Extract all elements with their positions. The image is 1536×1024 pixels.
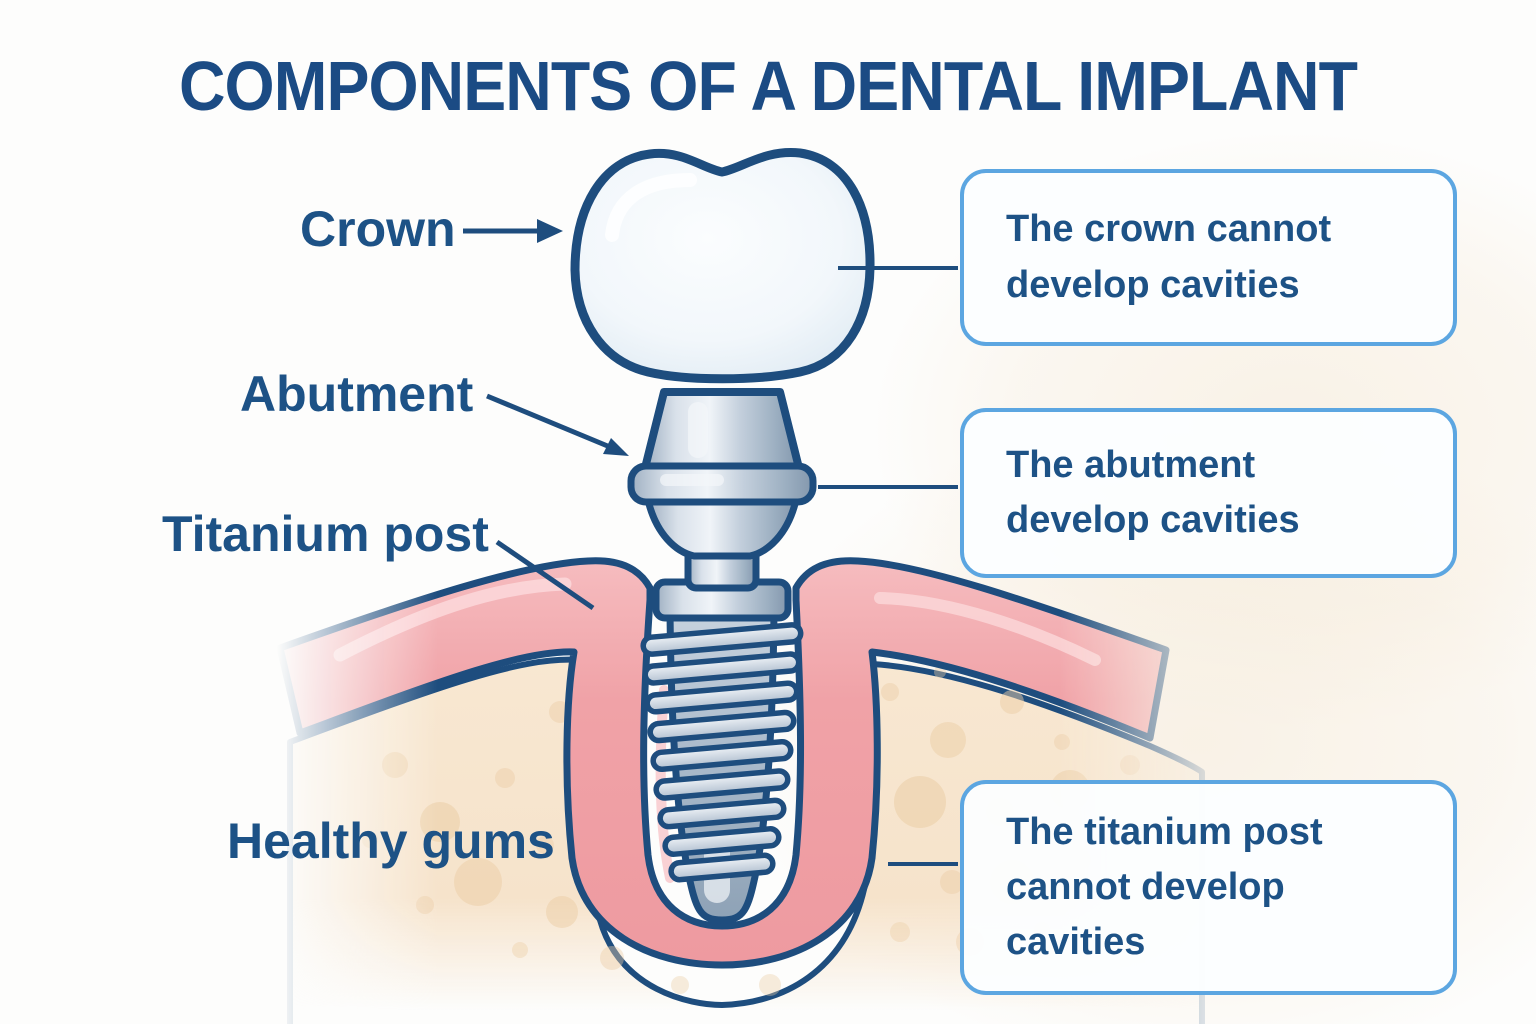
label-healthy-gums: Healthy gums — [227, 813, 555, 869]
callout-crown-text: The crown cannot develop cavities — [1006, 208, 1332, 306]
abutment-arrowhead — [603, 438, 629, 456]
page-title: COMPONENTS OF A DENTAL IMPLANT — [178, 47, 1358, 125]
label-crown: Crown — [300, 201, 456, 257]
callout-abutment-text: The abutment develop cavities — [1006, 443, 1300, 541]
screw-threads — [640, 622, 804, 883]
callout-titanium-post: The titanium post cannot develop cavitie… — [960, 780, 1457, 995]
label-abutment: Abutment — [240, 366, 474, 422]
abutment-arrow — [486, 393, 611, 450]
titanium-post-illustration — [640, 578, 804, 924]
callout-crown: The crown cannot develop cavities — [960, 169, 1457, 346]
annotation-arrows — [463, 219, 958, 866]
titanium-post-leader-line — [495, 539, 595, 611]
crown-illustration — [570, 147, 875, 384]
label-titanium-post: Titanium post — [162, 506, 489, 562]
abutment-illustration — [627, 388, 817, 592]
crown-arrowhead — [537, 219, 563, 243]
callout-titanium-post-text: The titanium post cannot develop cavitie… — [1006, 810, 1323, 964]
callout-abutment: The abutment develop cavities — [960, 408, 1457, 578]
